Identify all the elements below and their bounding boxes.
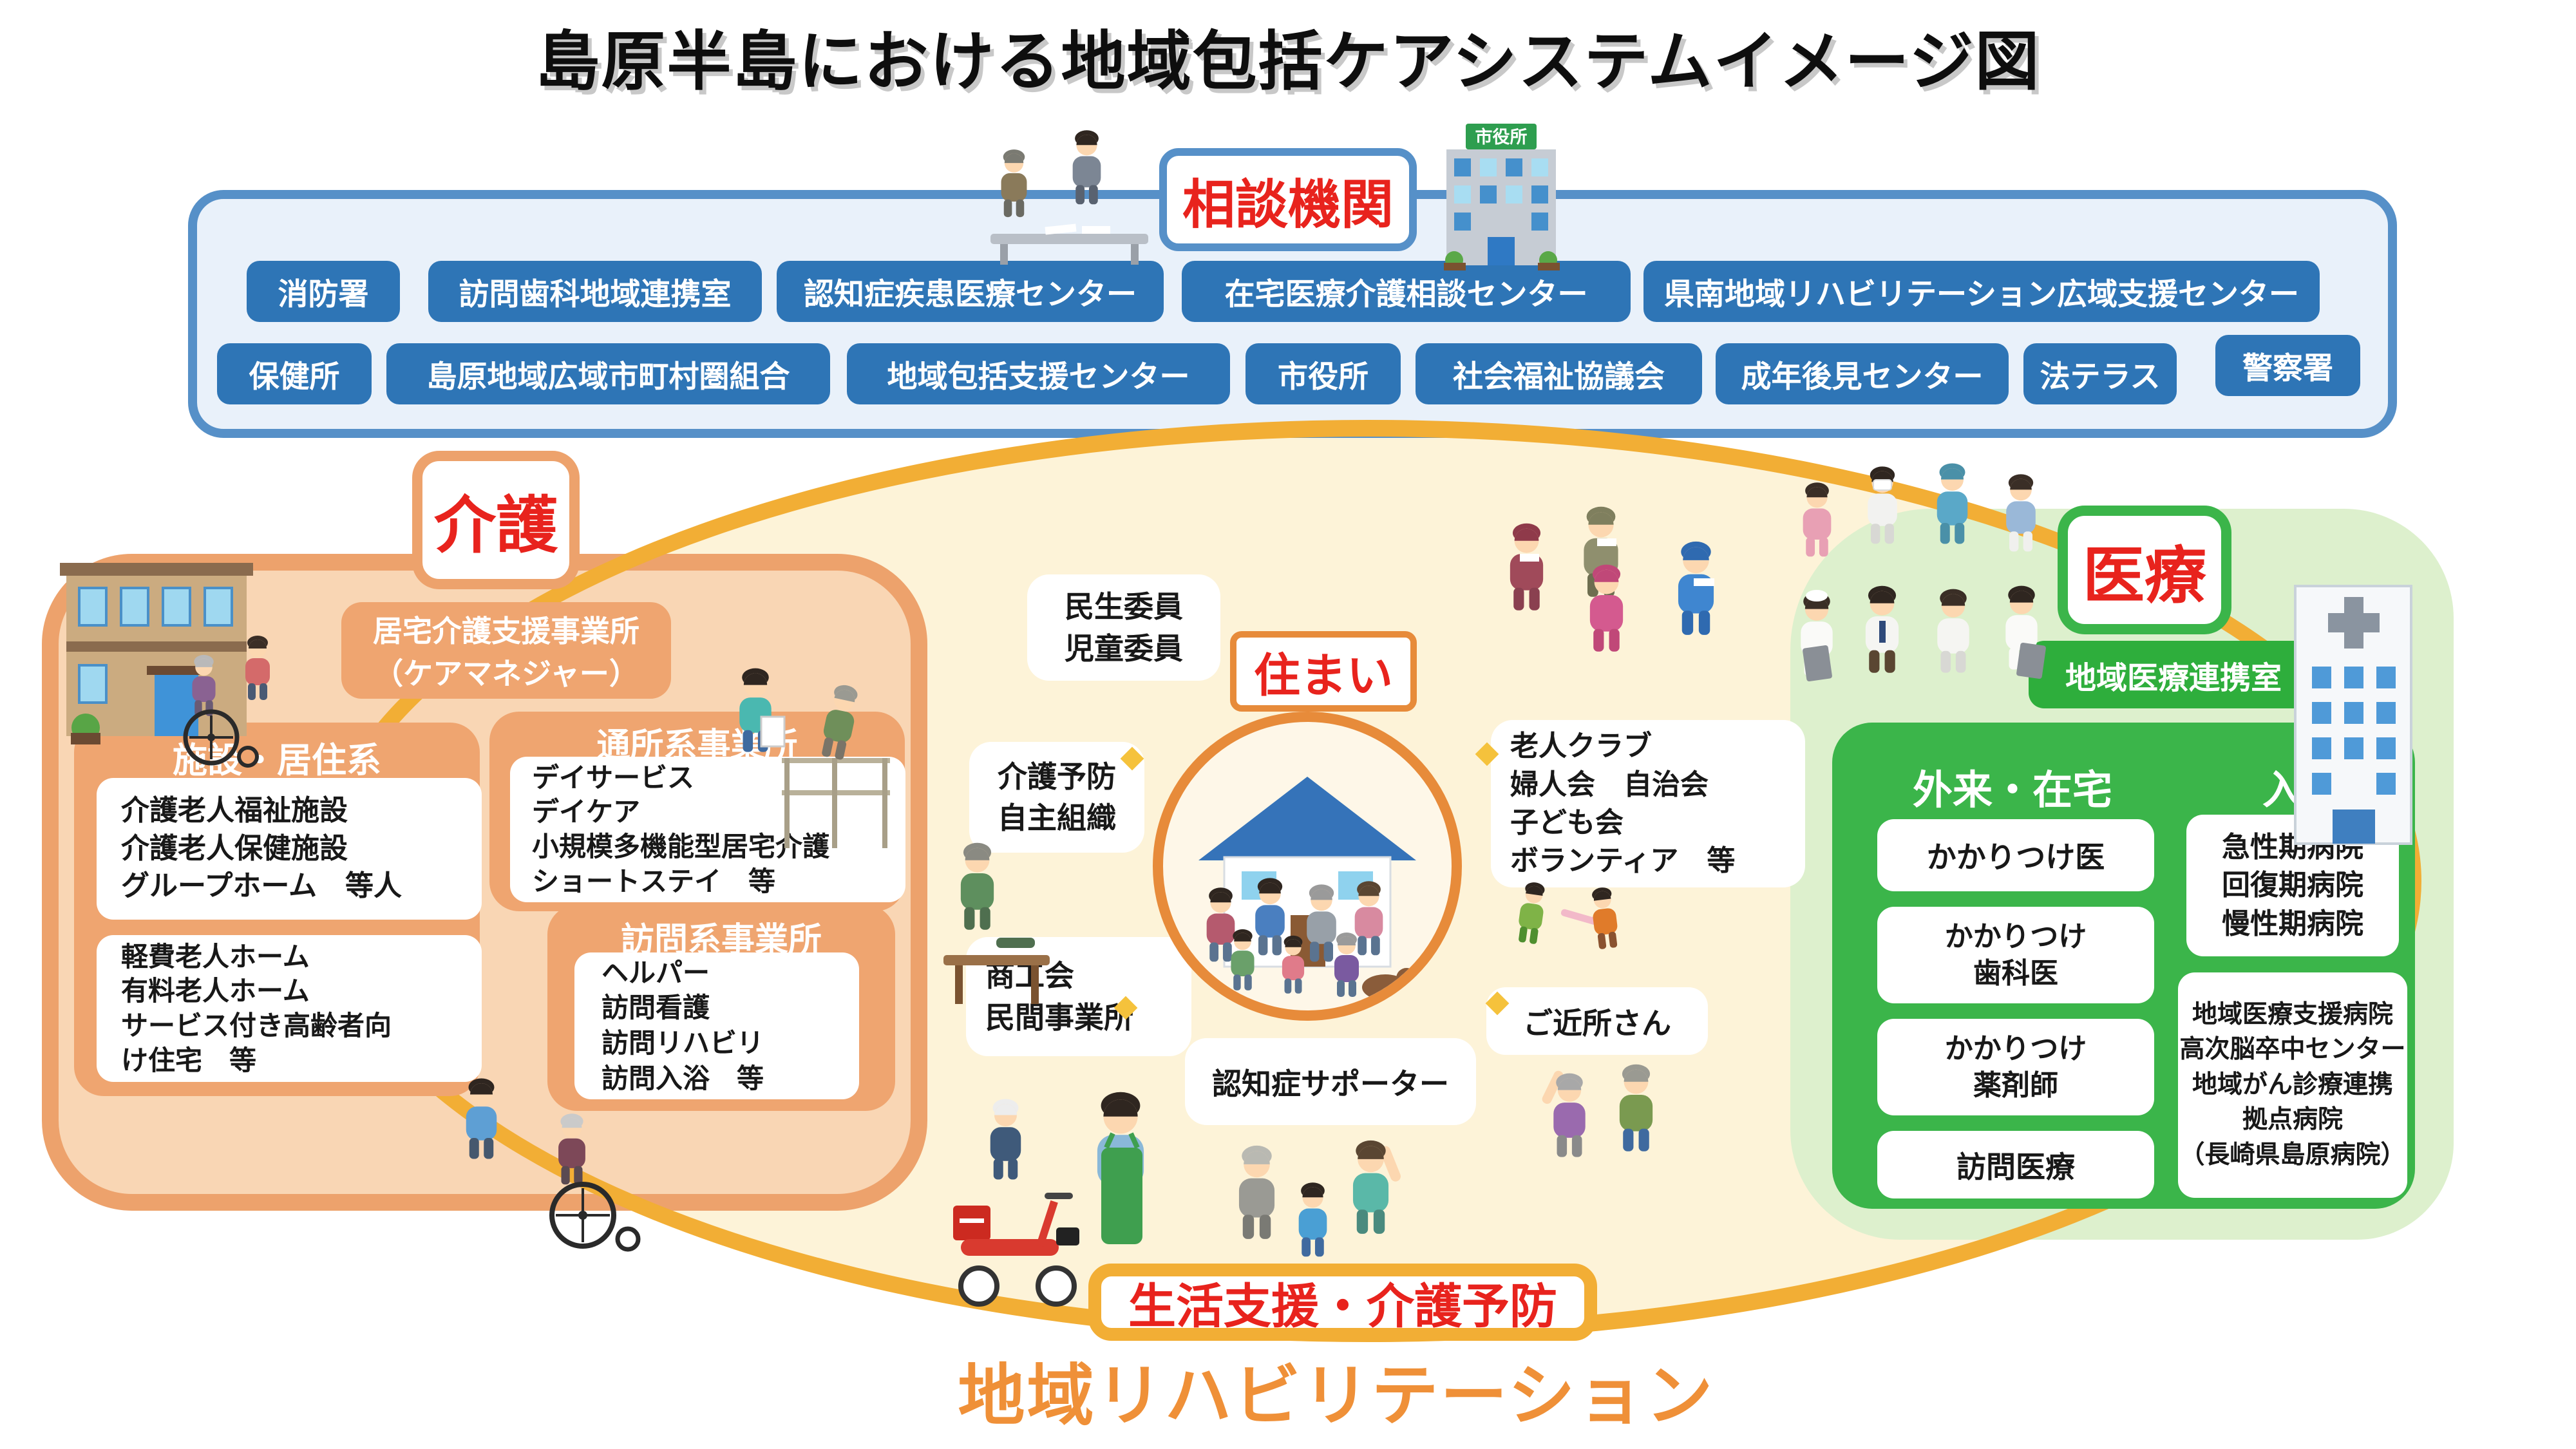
care-prevention-box: 介護予防 自主組織: [969, 742, 1144, 853]
list-line: グループホーム 等人: [121, 870, 402, 902]
list-line: 訪問入浴 等: [601, 1063, 764, 1094]
org-button-rehab-support-center: 県南地域リハビリテーション広域支援センター: [1643, 261, 2320, 322]
chamber-of-commerce-box: 商工会 民間事業所: [966, 937, 1191, 1056]
list-line: デイケア: [532, 797, 641, 828]
list-line: デイサービス: [532, 762, 695, 793]
facility-residential-header: 施設・居住系: [173, 741, 381, 780]
visiting-service-list-box: ヘルパー 訪問看護 訪問リハビリ 訪問入浴 等: [574, 952, 859, 1099]
wheelchair-elder-illustration: [183, 636, 270, 768]
page-title: 島原半島における地域包括ケアシステムイメージ図: [535, 26, 2041, 98]
org-button-homecare-center: 在宅医療介護相談センター: [1182, 261, 1631, 322]
list-line: 小規模多機能型居宅介護: [532, 831, 830, 862]
list-line: 回復期病院: [2222, 869, 2363, 902]
org-button-dementia-center: 認知症疾患医療センター: [777, 261, 1164, 322]
list-line: 民生委員: [1065, 590, 1183, 624]
bench-man-illustration: [943, 842, 1050, 1004]
list-line: 地域がん診療連携: [2192, 1070, 2393, 1099]
list-line: 歯科医: [1973, 958, 2058, 989]
list-line: 民間事業所: [985, 1000, 1133, 1034]
list-line: 自主組織: [998, 801, 1116, 835]
consultation-illustration: [990, 130, 1148, 265]
list-line: 薬剤師: [1973, 1070, 2058, 1101]
care-office-line: （ケアマネジャー）: [374, 657, 639, 690]
kids-running-illustration: [1515, 880, 1620, 950]
life-support-label: 生活支援・介護予防: [1088, 1264, 1597, 1341]
visiting-service-container: 訪問系事業所 ヘルパー 訪問看護 訪問リハビリ 訪問入浴 等: [547, 905, 895, 1111]
regional-rehabilitation-label: 地域リハビリテーション: [958, 1359, 1715, 1434]
family-doctor-box: かかりつけ医: [1877, 819, 2154, 891]
list-line: ボランティア 等: [1510, 845, 1736, 877]
care-office-line: 居宅介護支援事業所: [373, 614, 639, 648]
consultation-label: 相談機関: [1159, 148, 1417, 251]
list-line: かかりつけ: [1944, 920, 2087, 952]
hospital-illustration: [2294, 585, 2412, 845]
walking-training-illustration: [739, 668, 890, 848]
list-line: サービス付き高齢者向: [121, 1010, 392, 1041]
welfare-commissioner-box: 民生委員 児童委員: [1027, 574, 1220, 681]
list-line: 子ども会: [1510, 807, 1624, 838]
list-line: ショートステイ 等: [532, 866, 776, 896]
medical-staff-illustration: [1801, 463, 2046, 682]
neighbor-couple-illustration: [1542, 1064, 1653, 1157]
family-house-illustration: [1198, 777, 1417, 1000]
org-button-social-welfare-council: 社会福祉協議会: [1416, 343, 1702, 404]
facility-list-box: 介護老人福祉施設 介護老人保健施設 グループホーム 等人: [97, 778, 482, 920]
residential-list-box: 軽費老人ホーム 有料老人ホーム サービス付き高齢者向 け住宅 等: [97, 935, 482, 1082]
list-line: 拠点病院: [2242, 1106, 2343, 1134]
care-label: 介護: [412, 451, 580, 589]
care-facility-building-illustration: [60, 563, 253, 744]
org-button-fire-station: 消防署: [247, 261, 400, 322]
housing-label: 住まい: [1230, 631, 1417, 712]
org-button-dental-liaison: 訪問歯科地域連携室: [428, 261, 762, 322]
org-button-city-hall: 市役所: [1245, 343, 1401, 404]
list-line: 訪問看護: [601, 992, 710, 1023]
org-button-guardianship-center: 成年後見センター: [1716, 343, 2009, 404]
list-line: 訪問リハビリ: [601, 1028, 764, 1058]
neighbors-box: ご近所さん: [1486, 987, 1708, 1055]
family-dentist-box: かかりつけ 歯科医: [1877, 907, 2154, 1003]
day-service-list-box: デイサービス デイケア 小規模多機能型居宅介護 ショートステイ 等: [510, 757, 905, 902]
regional-hospital-box: 地域医療支援病院 高次脳卒中センター 地域がん診療連携 拠点病院 （長崎県島原病…: [2178, 972, 2407, 1198]
org-button-health-center: 保健所: [217, 343, 372, 404]
medical-liaison-box: 地域医療連携室: [2029, 641, 2318, 708]
list-line: 高次脳卒中センター: [2179, 1036, 2406, 1064]
list-line: 介護老人福祉施設: [121, 794, 348, 826]
org-button-community-support-center: 地域包括支援センター: [847, 343, 1230, 404]
care-management-office-box: 居宅介護支援事業所 （ケアマネジャー）: [341, 602, 671, 699]
list-line: 児童委員: [1065, 631, 1183, 665]
list-line: 介護老人保健施設: [121, 832, 348, 864]
list-line: 軽費老人ホーム: [121, 941, 310, 972]
list-line: 慢性期病院: [2222, 907, 2363, 940]
grocer-illustration: [1097, 1092, 1144, 1244]
outpatient-header: 外来・在宅: [1912, 768, 2112, 813]
list-line: 地域医療支援病院: [2192, 1000, 2393, 1028]
medical-label: 医療: [2058, 506, 2231, 634]
list-line: ヘルパー: [601, 957, 710, 988]
list-line: （長崎県島原病院）: [2179, 1141, 2406, 1169]
list-line: 老人クラブ: [1510, 730, 1652, 762]
postman-scooter-illustration: [953, 1099, 1079, 1307]
facility-residential-container: 施設・居住系 介護老人福祉施設 介護老人保健施設 グループホーム 等人 軽費老人…: [74, 723, 482, 1096]
city-hall-illustration: 市役所: [1444, 124, 1560, 270]
list-line: かかりつけ: [1944, 1032, 2087, 1065]
family-pharmacist-box: かかりつけ 薬剤師: [1877, 1019, 2154, 1115]
org-button-municipal-union: 島原地域広域市町村圏組合: [386, 343, 830, 404]
hospital-types-box: 急性期病院 回復期病院 慢性期病院: [2186, 815, 2399, 956]
list-line: 有料老人ホーム: [121, 976, 310, 1007]
wheelchair-caregiver-illustration: [466, 1078, 641, 1252]
housing-circle: [1153, 712, 1462, 1021]
city-hall-sign: 市役所: [1475, 127, 1528, 147]
community-groups-box: 老人クラブ 婦人会 自治会 子ども会 ボランティア 等: [1491, 720, 1805, 887]
day-service-container: 通所系事業所 デイサービス デイケア 小規模多機能型居宅介護 ショートステイ 等: [489, 712, 905, 911]
list-line: け住宅 等: [121, 1045, 257, 1075]
dementia-supporters-illustration: [1238, 1140, 1401, 1257]
org-button-houterasu: 法テラス: [2023, 343, 2177, 404]
org-button-police-station: 警察署: [2215, 335, 2360, 396]
walking-elders-illustration: [1510, 506, 1714, 652]
dementia-supporter-box: 認知症サポーター: [1185, 1038, 1476, 1125]
visiting-medical-box: 訪問医療: [1877, 1131, 2154, 1198]
list-line: 介護予防: [998, 759, 1116, 793]
list-line: 婦人会 自治会: [1510, 768, 1709, 800]
